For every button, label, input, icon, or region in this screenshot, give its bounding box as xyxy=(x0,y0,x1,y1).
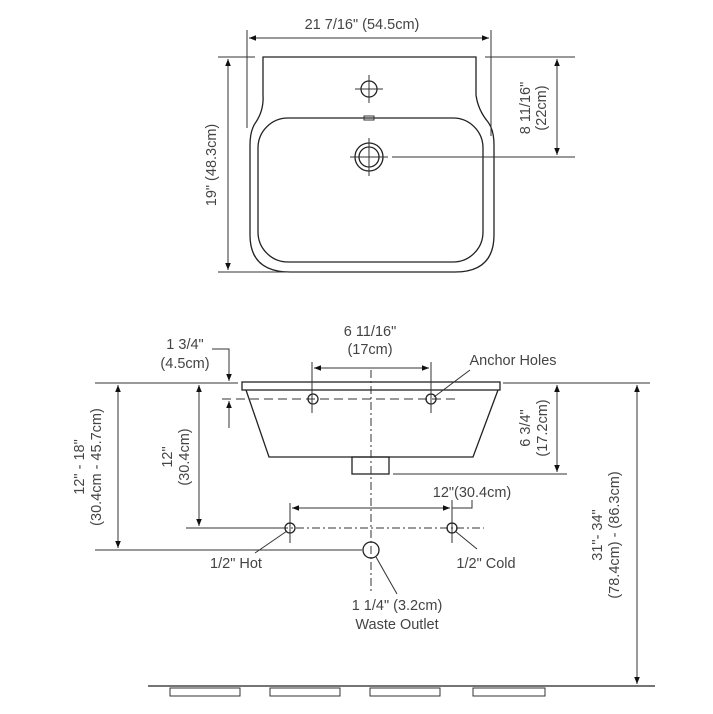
anchor-drop-label: 1 3/4" xyxy=(166,337,203,353)
anchor-spacing-label: 6 11/16" xyxy=(344,324,396,340)
rim-height-label: 31"- 34" xyxy=(590,509,606,560)
cold-supply xyxy=(446,522,458,534)
waste-outlet-label: Waste Outlet xyxy=(355,617,438,633)
drain-offset-label: 8 11/16" xyxy=(518,82,534,134)
overflow xyxy=(363,115,375,121)
basin-height-label-metric: (17.2cm) xyxy=(535,399,551,456)
waste-height-label: 12" - 18" xyxy=(72,439,88,494)
supply-height-label-metric: (30.4cm) xyxy=(177,428,193,485)
hot-supply xyxy=(284,522,296,534)
floor-tiles xyxy=(169,687,546,697)
cold-label: 1/2" Cold xyxy=(456,556,515,572)
anchor-hole-left xyxy=(307,393,319,405)
drain xyxy=(350,138,388,176)
waste-size-label: 1 1/4" (3.2cm) xyxy=(352,598,443,614)
waste-outlet xyxy=(362,541,380,559)
anchor-drop-label-metric: (4.5cm) xyxy=(160,356,209,372)
depth-label: 19" (48.3cm) xyxy=(204,124,220,207)
anchor-holes-label: Anchor Holes xyxy=(469,353,556,369)
top-view: 21 7/16" (54.5cm) 19" (48.3cm) 8 11/16" … xyxy=(204,17,575,273)
anchor-spacing-label-metric: (17cm) xyxy=(347,342,392,358)
basin-height-label: 6 3/4" xyxy=(518,409,534,446)
drain-offset-label-metric: (22cm) xyxy=(534,85,550,130)
supply-height-label: 12" xyxy=(160,446,176,467)
side-view: 6 11/16" (17cm) Anchor Holes 1 3/4" (4.5… xyxy=(72,324,655,697)
bowl-outline xyxy=(257,117,484,263)
basin-outline xyxy=(249,56,495,273)
rim-height-label-metric: (78.4cm) - (86.3cm) xyxy=(607,471,623,598)
width-label: 21 7/16" (54.5cm) xyxy=(305,17,420,33)
basin-body xyxy=(245,389,499,458)
supply-spacing-label: 12"(30.4cm) xyxy=(433,485,511,501)
faucet-hole xyxy=(355,75,383,103)
hot-label: 1/2" Hot xyxy=(210,556,262,572)
waste-height-label-metric: (30.4cm - 45.7cm) xyxy=(89,408,105,526)
